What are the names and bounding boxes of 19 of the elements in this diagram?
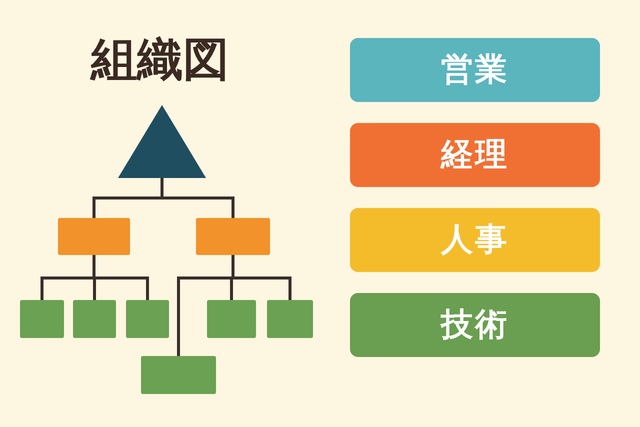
connector-line [160,178,234,218]
org-box [73,300,116,338]
department-label: 経理 [441,134,509,175]
department-box [350,208,600,272]
org-box [141,356,216,394]
department-box [350,38,600,102]
org-box [196,218,270,255]
department-box [350,293,600,357]
org-box [267,300,313,338]
org-box [58,218,130,255]
department-box [350,123,600,187]
org-box [207,300,256,338]
department-label: 技術 [441,304,509,345]
connector-line [92,255,149,300]
org-box [126,300,169,338]
department-label: 人事 [441,219,509,260]
department-label: 営業 [441,49,509,90]
diagram-title: 組織図 [89,31,230,88]
org-box [20,300,64,338]
